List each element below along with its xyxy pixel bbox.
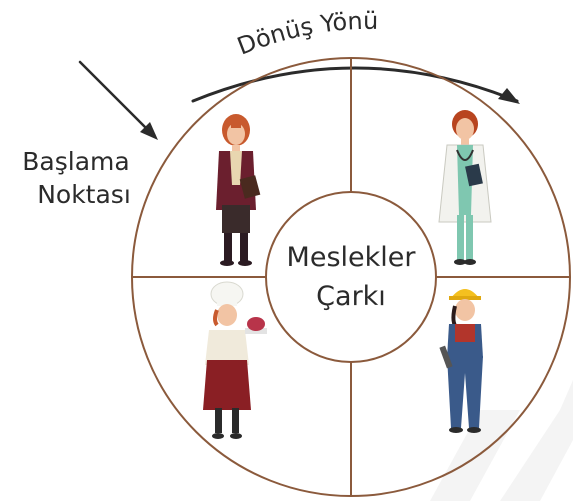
start-point: Başlama Noktası — [22, 60, 158, 209]
wheel — [131, 57, 571, 497]
watermark — [430, 380, 573, 501]
start-point-label-line2: Noktası — [37, 180, 131, 209]
center-label-line2: Çarkı — [316, 281, 386, 312]
start-point-label-line1: Başlama — [22, 147, 129, 176]
rotation-direction: Dönüş Yönü — [191, 7, 520, 104]
doctor-woman-icon — [438, 110, 492, 265]
construction-worker-woman-icon — [439, 289, 483, 433]
rotation-direction-label: Dönüş Yönü — [233, 7, 378, 61]
start-arrow-icon — [140, 122, 158, 140]
chef-woman-icon — [203, 281, 267, 439]
teacher-woman-icon — [216, 114, 261, 266]
inner-circle — [265, 191, 437, 363]
arrowhead-icon — [498, 88, 520, 104]
center-label-line1: Meslekler — [287, 242, 417, 273]
